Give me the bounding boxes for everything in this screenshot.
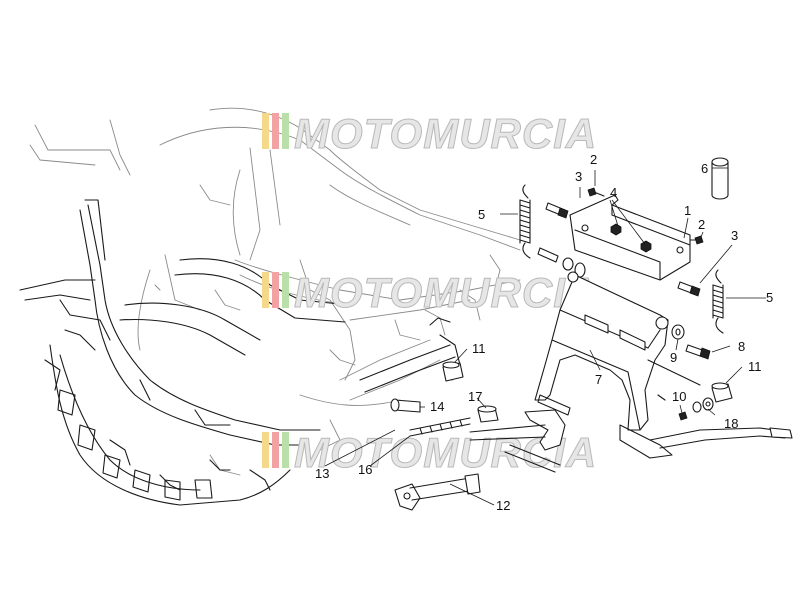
callout-4: 4 (610, 185, 617, 200)
stand-pivot-bolt-left (537, 247, 586, 278)
part-14-bolt (390, 398, 421, 413)
part-18-washers (692, 397, 714, 413)
part-12-side-stand-leg (394, 473, 481, 511)
watermark-middle: MOTOMURCIA (262, 269, 597, 317)
part-3-bolts (545, 202, 701, 297)
callout-5: 5 (766, 290, 773, 305)
frame-tubes (19, 199, 351, 506)
part-8-bolt (685, 344, 711, 360)
watermark-top: MOTOMURCIA (262, 110, 597, 158)
callout-11: 11 (472, 341, 486, 356)
callout-8: 8 (738, 339, 745, 354)
callout-9: 9 (670, 350, 677, 365)
callout-18: 18 (724, 416, 738, 431)
part-16-spring (409, 417, 471, 437)
callout-7: 7 (595, 372, 602, 387)
stand-bracket-plate (569, 194, 691, 281)
part-9-washer (671, 324, 685, 340)
callout-12: 12 (496, 498, 510, 513)
callout-13: 13 (315, 466, 329, 481)
callout-6: 6 (701, 161, 708, 176)
part-2-bolts (587, 187, 704, 245)
part-7-center-stand (534, 271, 701, 459)
callout-3: 3 (575, 169, 582, 184)
part-4-nuts (610, 223, 652, 253)
watermark-text: MOTOMURCIA (294, 110, 597, 157)
leader-lines (324, 167, 766, 506)
callout-2: 2 (590, 152, 597, 167)
callout-11: 11 (748, 359, 762, 374)
callout-10: 10 (672, 389, 686, 404)
frame-fins (57, 389, 213, 501)
callout-14: 14 (430, 399, 444, 414)
callout-3: 3 (731, 228, 738, 243)
side-stand-body (469, 409, 566, 473)
callout-5: 5 (478, 207, 485, 222)
part-17-bushing (477, 405, 499, 423)
part-6-spacer-tube (711, 157, 729, 200)
callout-1: 1 (684, 203, 691, 218)
frame-crossmember (359, 317, 461, 393)
stand-foot-lever (649, 427, 793, 449)
part-10-nut (678, 411, 688, 421)
part-5-spring-right (712, 269, 724, 334)
part-11-buffer-left (442, 361, 464, 382)
scooter-frame (29, 107, 521, 476)
watermark-text: MOTOMURCIA (294, 269, 597, 316)
part-11-buffer-right (711, 382, 733, 403)
callout-labels: 2 3 5 4 1 2 3 5 6 7 8 9 10 11 11 18 14 1… (315, 152, 773, 513)
callout-16: 16 (358, 462, 372, 477)
callout-2: 2 (698, 217, 705, 232)
callout-17: 17 (468, 389, 482, 404)
part-5-spring-left (519, 184, 531, 259)
